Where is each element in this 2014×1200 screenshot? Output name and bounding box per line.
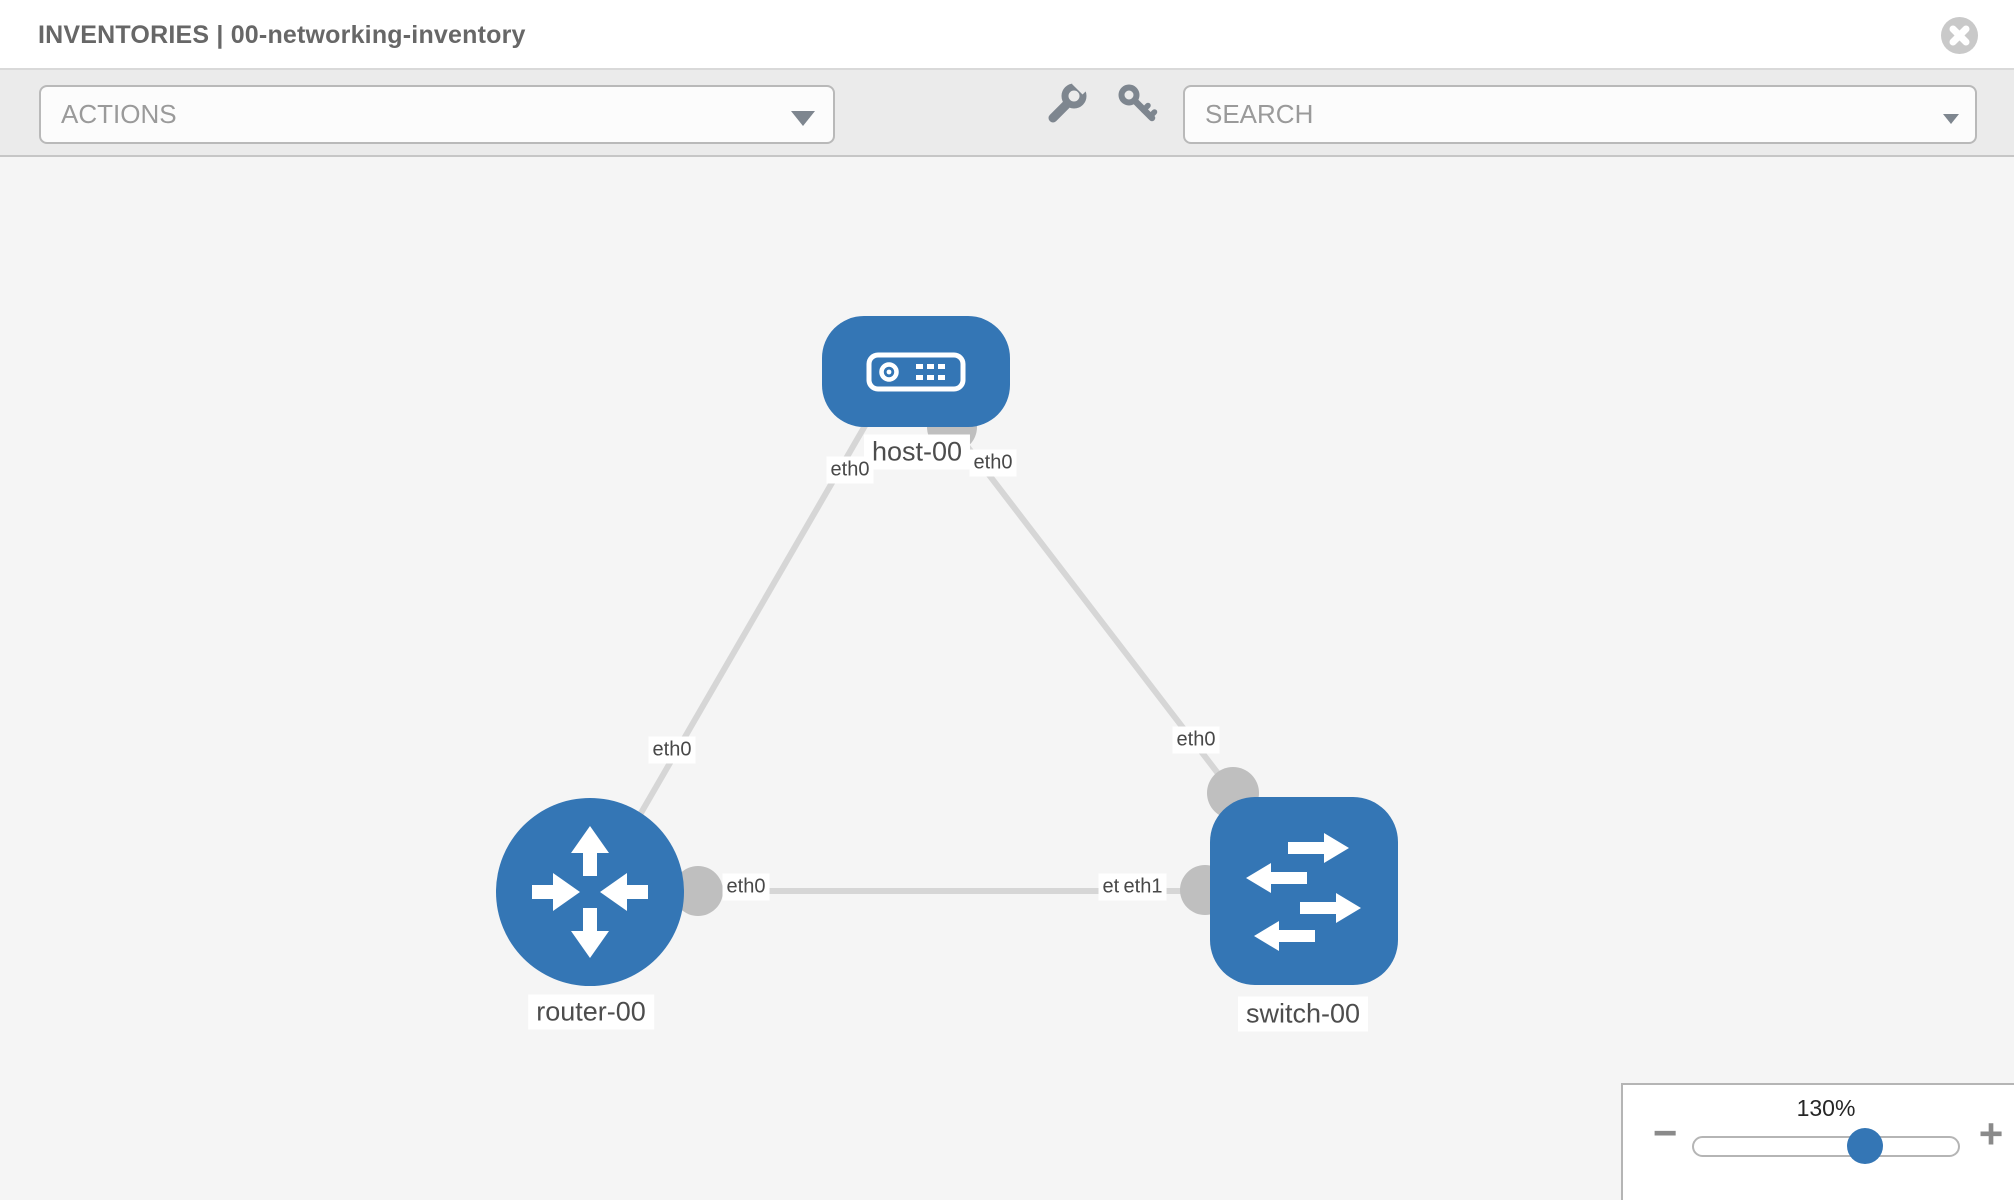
node-host-00[interactable] [822,316,1010,427]
node-switch-00[interactable] [1210,797,1398,985]
iface-label-host-router-router: eth0 [648,736,696,764]
iface-label-host-switch-switch: eth0 [1172,726,1220,754]
zoom-out-button[interactable]: − [1652,1109,1678,1156]
node-label-router-00: router-00 [528,994,654,1030]
link-host-router [627,422,869,834]
switch-arrows-icon [1246,833,1361,951]
zoom-slider-track[interactable] [1692,1136,1960,1157]
node-label-switch-00: switch-00 [1237,996,1369,1032]
host-server-icon [866,352,966,391]
node-router-00[interactable] [496,798,684,986]
iface-label-router-switch-router: eth0 [722,873,770,901]
toolbar: ACTIONS SEARCH [0,70,2014,157]
iface-label-host-router-host: eth0 [826,456,874,484]
key-icon[interactable] [1115,82,1159,126]
actions-dropdown-label: ACTIONS [61,99,177,129]
zoom-slider-thumb[interactable] [1847,1128,1883,1164]
close-button[interactable] [1941,17,1978,54]
port-circle-router-right [673,866,723,916]
zoom-control-panel: 130% − + [1621,1083,2014,1200]
zoom-in-button[interactable]: + [1978,1110,2004,1157]
wrench-icon[interactable] [1045,82,1089,126]
search-dropdown[interactable]: SEARCH [1183,85,1977,144]
iface-label-router-switch-switch: eth1 [1119,873,1167,901]
actions-dropdown[interactable]: ACTIONS [39,85,835,144]
chevron-down-icon [791,111,815,126]
zoom-level-value: 130% [1796,1095,1856,1121]
search-dropdown-label: SEARCH [1205,99,1314,129]
iface-label-host-switch-host: eth0 [969,449,1017,477]
close-icon [1949,25,1970,46]
node-label-host-00: host-00 [863,434,971,470]
router-arrows-icon [532,826,648,958]
header-bar: INVENTORIES | 00-networking-inventory [0,0,2014,70]
chevron-down-icon [1943,114,1959,124]
page-title: INVENTORIES | 00-networking-inventory [38,21,526,49]
